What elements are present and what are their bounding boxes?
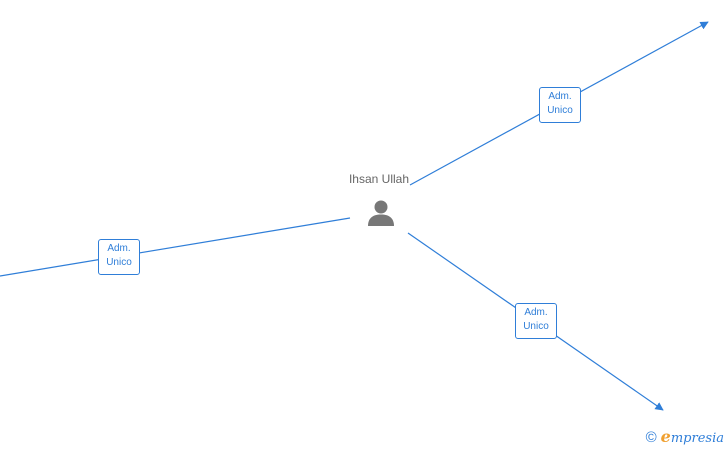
relation-role-detail: Unico: [106, 257, 132, 268]
person-icon[interactable]: [366, 198, 396, 228]
brand-name: mpresia: [670, 431, 724, 446]
edge-left: [0, 217, 351, 277]
copyright-icon: ©: [645, 429, 657, 446]
relation-role-detail: Unico: [523, 321, 549, 332]
relation-role: Adm.: [548, 91, 572, 102]
relation-label-top-right[interactable]: Adm. Unico: [539, 87, 581, 123]
brand-logo-initial: e: [660, 427, 671, 446]
relation-role-detail: Unico: [547, 105, 573, 116]
relation-label-bottom-right[interactable]: Adm. Unico: [515, 303, 557, 339]
copyright-notice: ©empresia: [646, 427, 724, 446]
person-name[interactable]: Ihsan Ullah: [348, 172, 410, 186]
relation-role: Adm.: [107, 243, 131, 254]
relation-label-left[interactable]: Adm. Unico: [98, 239, 140, 275]
relation-role: Adm.: [524, 307, 548, 318]
